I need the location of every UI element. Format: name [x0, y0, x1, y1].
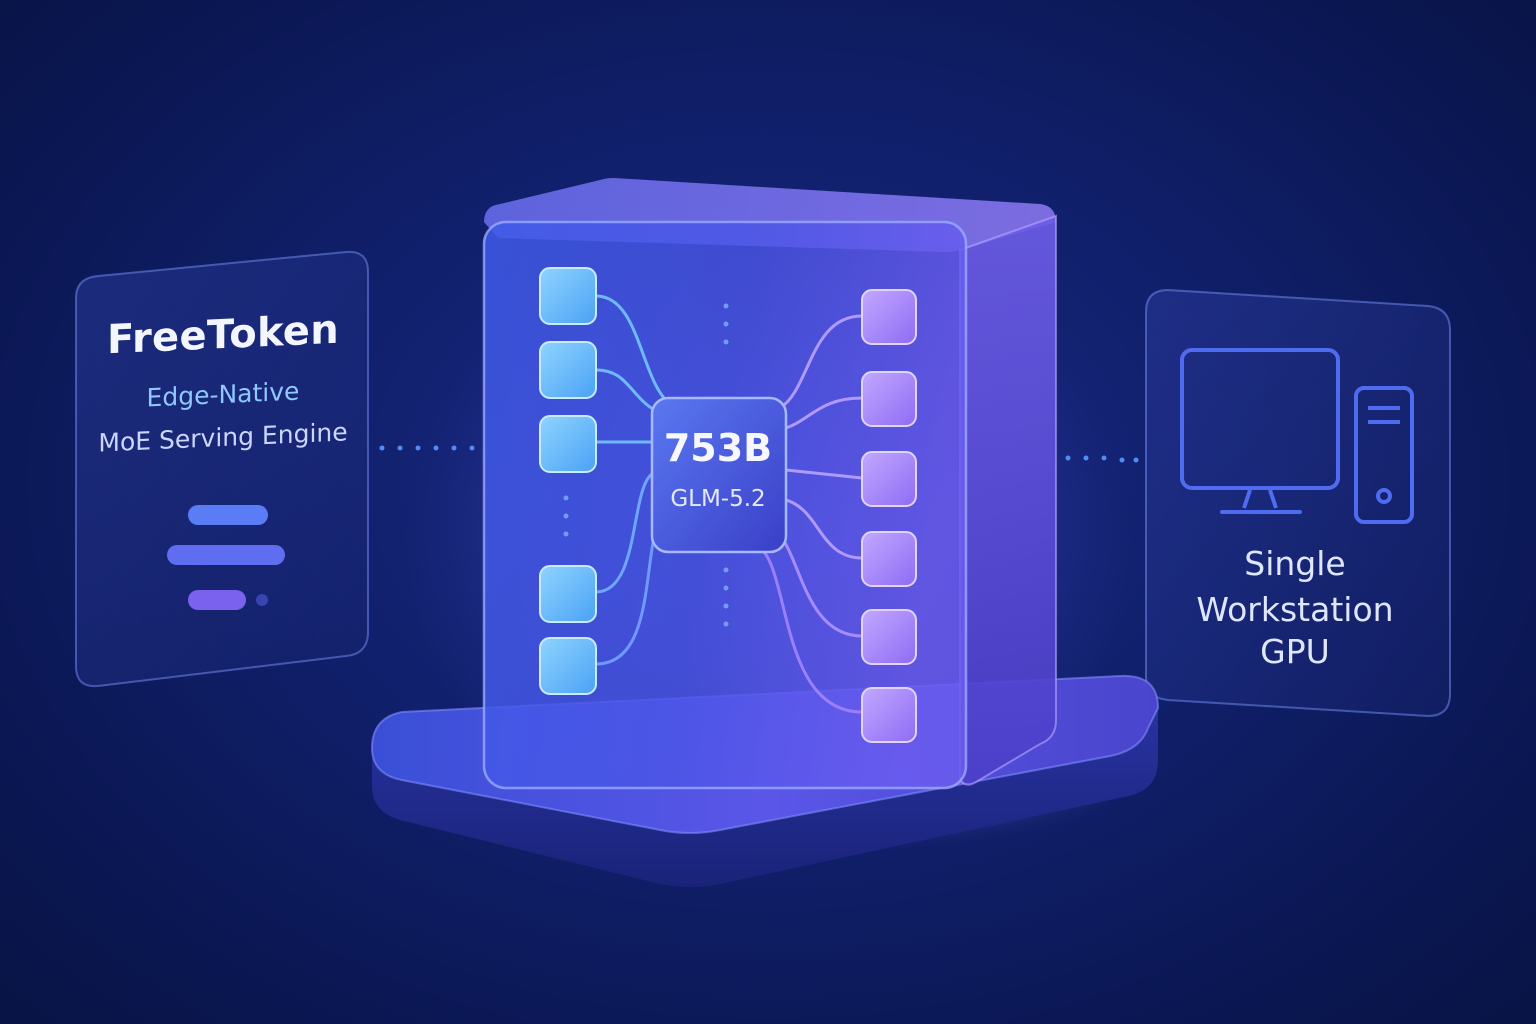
expert-node [539, 637, 597, 695]
expert-node [861, 289, 917, 345]
expert-node [861, 451, 917, 507]
expert-node [539, 415, 597, 473]
gpu-label-line1: Single [1244, 544, 1346, 583]
expert-node [861, 531, 917, 587]
expert-node [539, 267, 597, 325]
center-dotted-axis [563, 303, 729, 627]
model-chip [650, 396, 788, 554]
right-expert-nodes [861, 289, 917, 743]
expert-node [539, 341, 597, 399]
expert-node [861, 687, 917, 743]
freetoken-card [75, 250, 369, 688]
expert-node [539, 565, 597, 623]
expert-node [861, 609, 917, 665]
gpu-card [1145, 288, 1451, 718]
chip-subtitle: GLM-5.2 [670, 486, 766, 512]
gpu-label-line3: GPU [1260, 632, 1330, 671]
left-connector [379, 445, 475, 451]
expert-node [861, 371, 917, 427]
freetoken-bars-logo [167, 505, 285, 610]
chip-title: 753B [663, 426, 773, 470]
tower-pc-icon [1354, 386, 1414, 524]
monitor-icon [1180, 348, 1340, 514]
right-connector [1065, 455, 1139, 463]
left-expert-nodes [539, 267, 597, 695]
gpu-label-line2: Workstation [1196, 590, 1394, 629]
